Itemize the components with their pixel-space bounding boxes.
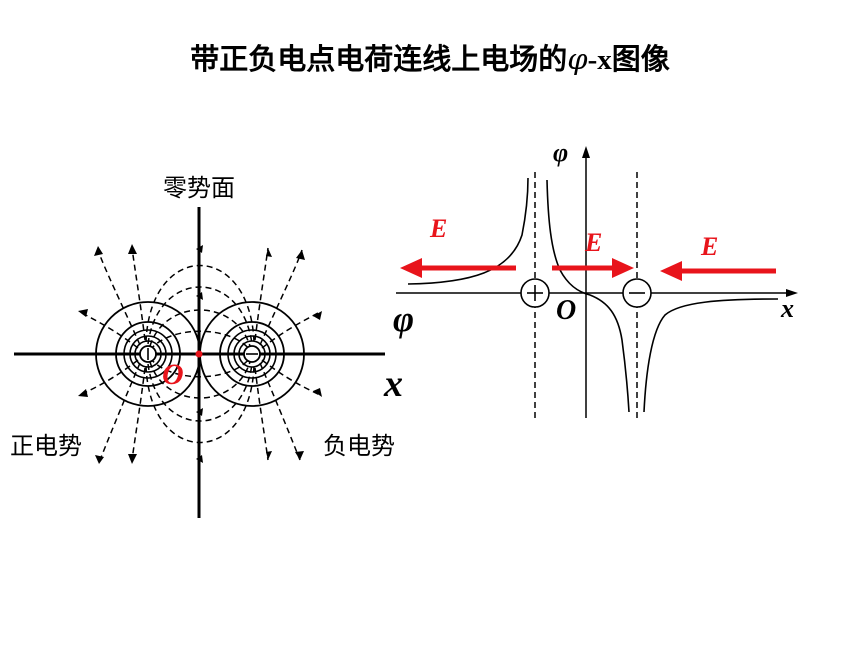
- title-suffix: -x图像: [587, 44, 670, 76]
- potential-curve: [407, 177, 779, 413]
- right-origin-label: O: [556, 295, 577, 326]
- field-label-middle: E: [585, 228, 603, 257]
- title-phi: φ: [567, 42, 588, 76]
- right-phi-label: φ: [553, 138, 569, 167]
- right-x-label: x: [781, 294, 794, 323]
- field-arrows: [400, 258, 776, 281]
- zero-plane-label: 零势面: [163, 174, 235, 202]
- left-x-label: x: [384, 363, 403, 405]
- field-label-right: E: [701, 232, 719, 261]
- positive-potential-label: 正电势: [10, 432, 82, 460]
- field-label-left: E: [430, 214, 448, 243]
- page-title: 带正负电点电荷连线上电场的φ-x图像: [0, 36, 860, 78]
- field-arrowheads: [78, 244, 322, 464]
- negative-potential-label: 负电势: [323, 432, 395, 460]
- left-phi-label: φ: [393, 299, 415, 339]
- midpoint-dot: [195, 350, 203, 358]
- title-main: 带正负电点电荷连线上电场的: [190, 42, 568, 76]
- left-origin-label: O: [162, 358, 184, 391]
